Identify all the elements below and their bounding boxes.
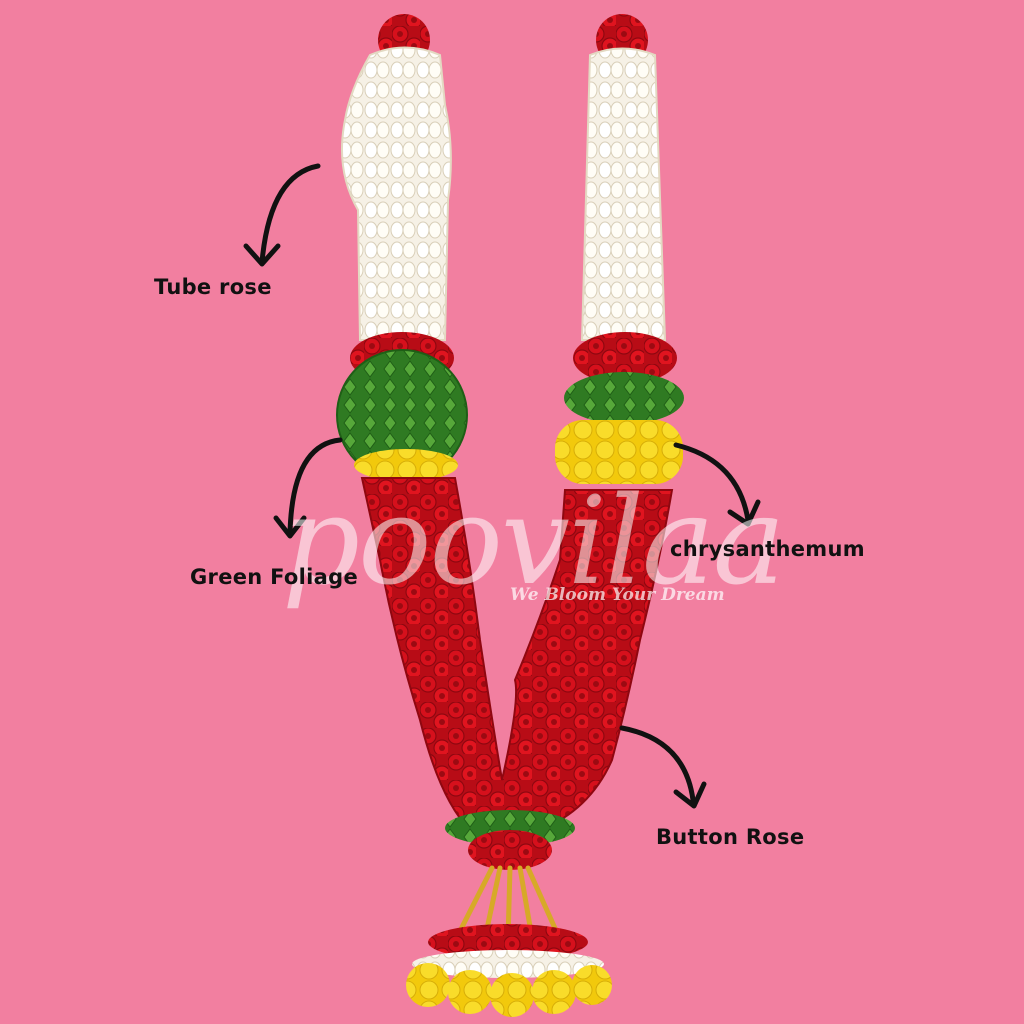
arrow-green-foliage [287, 437, 343, 537]
right-tuberose-strand [580, 14, 667, 341]
left-tuberose-strand [340, 14, 452, 341]
arrow-tube-rose [259, 163, 321, 265]
arrow-button-rose [619, 725, 696, 803]
label-button-rose: Button Rose [656, 825, 805, 849]
watermark-logo: poovilaa [282, 470, 785, 612]
label-tube-rose: Tube rose [154, 275, 272, 299]
rose-body [360, 477, 674, 831]
right-chrysanthemum-band [555, 420, 683, 484]
bottom-pendant [406, 924, 612, 1017]
watermark-tagline: We Bloom Your Dream [510, 585, 725, 605]
arrow-chrysanthemum [673, 442, 751, 523]
label-green-foliage: Green Foliage [190, 565, 359, 589]
right-foliage-band [564, 372, 684, 424]
label-chrysanthemum: chrysanthemum [670, 537, 865, 561]
